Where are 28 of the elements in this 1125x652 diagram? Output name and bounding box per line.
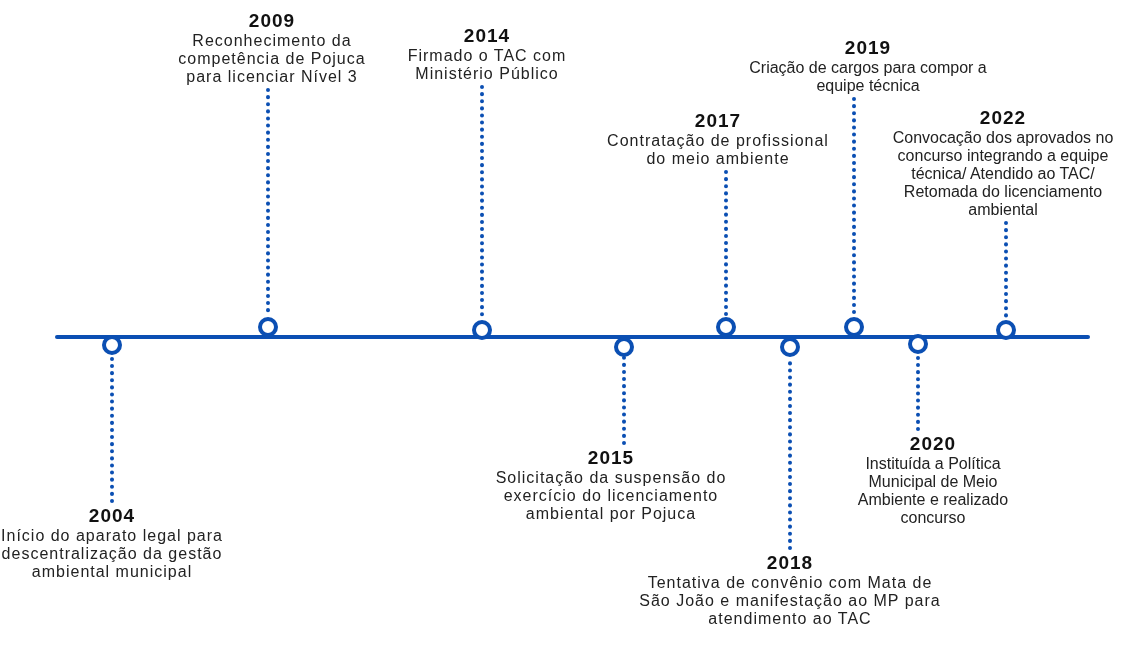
year-label: 2020 — [909, 433, 957, 455]
timeline-marker — [258, 317, 278, 337]
year-label: 2022 — [979, 107, 1027, 129]
year-label: 2018 — [766, 552, 814, 574]
timeline-marker — [716, 317, 736, 337]
dotted-connector — [622, 355, 626, 445]
event-description: Convocação dos aprovados no concurso integrando a equipe técnica/ Atendido ao TAC/ Retomada do licenciamento ambiental — [891, 129, 1115, 219]
event-description: Reconhecimento da competência de Pojuca para licenciar Nível 3 — [177, 32, 367, 86]
timeline-marker — [472, 320, 492, 340]
year-label: 2014 — [463, 25, 511, 47]
year-label: 2004 — [88, 505, 136, 527]
year-label: 2019 — [844, 37, 892, 59]
event-description: Firmado o TAC com Ministério Público — [406, 47, 568, 83]
year-label: 2009 — [248, 10, 296, 32]
event-description: Instituída a Política Municipal de Meio Ambiente e realizado concurso — [856, 455, 1010, 527]
timeline-marker — [844, 317, 864, 337]
event-description: Criação de cargos para compor a equipe técnica — [748, 59, 988, 95]
timeline-marker — [780, 337, 800, 357]
event-description: Tentativa de convênio com Mata de São João e manifestação ao MP para atendimento ao TAC — [638, 574, 942, 628]
event-description: Solicitação da suspensão do exercício do licenciamento ambiental por Pojuca — [494, 469, 728, 523]
event-description: Início do aparato legal para descentralização da gestão ambiental municipal — [1, 527, 223, 581]
timeline-marker — [614, 337, 634, 357]
year-label: 2015 — [587, 447, 635, 469]
timeline-marker — [908, 334, 928, 354]
timeline-marker — [996, 320, 1016, 340]
year-label: 2017 — [694, 110, 742, 132]
dotted-connector — [724, 170, 728, 319]
event-description: Contratação de profissional do meio ambiente — [606, 132, 830, 168]
